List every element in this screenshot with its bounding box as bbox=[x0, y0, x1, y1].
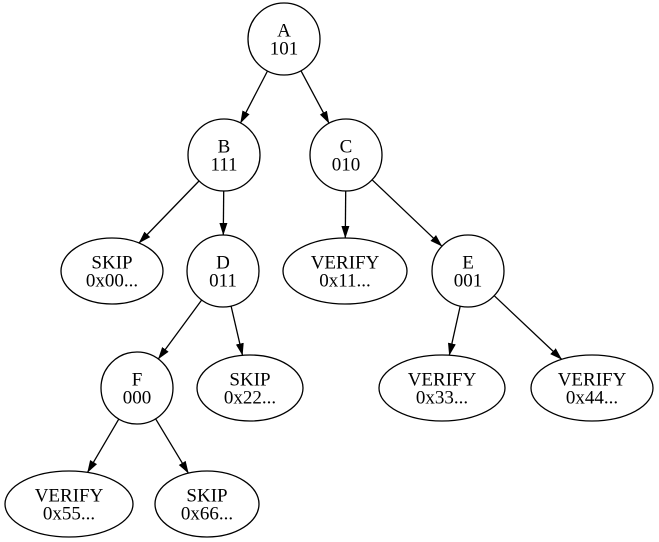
node-c: C 010 bbox=[309, 118, 383, 192]
edge-d-skip0x22 bbox=[230, 305, 244, 356]
node-skip0x00-ellipse bbox=[60, 237, 164, 305]
node-skip0x00: SKIP 0x00... bbox=[60, 237, 164, 305]
node-f: F 000 bbox=[100, 351, 174, 425]
node-e-label: E bbox=[462, 253, 474, 274]
node-verify0x33-value: 0x33... bbox=[416, 388, 468, 409]
edge-e-verify0x44 bbox=[493, 295, 563, 360]
node-skip0x22-label: SKIP bbox=[229, 370, 270, 391]
node-e-circle bbox=[431, 234, 505, 308]
node-a-value: 101 bbox=[270, 39, 299, 60]
node-verify0x55-label: VERIFY bbox=[35, 486, 104, 507]
node-a-label: A bbox=[277, 21, 291, 42]
node-skip0x00-value: 0x00... bbox=[86, 271, 138, 292]
node-verify0x11-ellipse bbox=[282, 237, 408, 305]
node-b: B 111 bbox=[187, 118, 261, 192]
node-d-label: D bbox=[216, 253, 230, 274]
edge-c-e bbox=[371, 179, 443, 247]
node-skip0x66-value: 0x66... bbox=[181, 504, 233, 525]
node-verify0x33-label: VERIFY bbox=[408, 370, 477, 391]
node-d-value: 011 bbox=[209, 271, 237, 292]
node-verify0x33-ellipse bbox=[378, 354, 506, 422]
node-skip0x22-value: 0x22... bbox=[224, 388, 276, 409]
node-verify0x44-label: VERIFY bbox=[558, 370, 627, 391]
node-skip0x22-ellipse bbox=[196, 354, 304, 422]
node-verify0x11-value: 0x11... bbox=[319, 271, 371, 292]
node-b-circle bbox=[187, 118, 261, 192]
node-b-label: B bbox=[218, 137, 231, 158]
node-verify0x11-label: VERIFY bbox=[311, 253, 380, 274]
node-d: D 011 bbox=[186, 234, 260, 308]
edge-b-skip0x00 bbox=[138, 180, 200, 244]
edge-f-skip0x66 bbox=[155, 418, 189, 474]
node-verify0x55-ellipse bbox=[4, 470, 134, 538]
node-e-value: 001 bbox=[454, 271, 483, 292]
node-skip0x00-label: SKIP bbox=[91, 253, 132, 274]
node-d-circle bbox=[186, 234, 260, 308]
edge-a-b bbox=[239, 70, 269, 124]
node-b-value: 111 bbox=[210, 155, 237, 176]
node-verify0x44-value: 0x44... bbox=[566, 388, 618, 409]
node-f-circle bbox=[100, 351, 174, 425]
edge-d-f bbox=[157, 299, 203, 360]
edge-a-c bbox=[300, 70, 330, 124]
node-a-circle bbox=[247, 2, 321, 76]
node-verify0x44: VERIFY 0x44... bbox=[530, 354, 654, 422]
node-e: E 001 bbox=[431, 234, 505, 308]
node-skip0x66-ellipse bbox=[154, 470, 260, 538]
node-skip0x22: SKIP 0x22... bbox=[196, 354, 304, 422]
node-f-label: F bbox=[132, 370, 143, 391]
edge-e-verify0x33 bbox=[447, 305, 461, 356]
edge-f-verify0x55 bbox=[86, 418, 120, 473]
node-verify0x11: VERIFY 0x11... bbox=[282, 237, 408, 305]
node-c-label: C bbox=[340, 137, 353, 158]
node-verify0x55-value: 0x55... bbox=[43, 504, 95, 525]
node-c-circle bbox=[309, 118, 383, 192]
node-verify0x44-ellipse bbox=[530, 354, 654, 422]
node-c-value: 010 bbox=[332, 155, 361, 176]
node-skip0x66: SKIP 0x66... bbox=[154, 470, 260, 538]
node-verify0x33: VERIFY 0x33... bbox=[378, 354, 506, 422]
node-f-value: 000 bbox=[123, 388, 152, 409]
node-a: A 101 bbox=[247, 2, 321, 76]
node-skip0x66-label: SKIP bbox=[186, 486, 227, 507]
node-verify0x55: VERIFY 0x55... bbox=[4, 470, 134, 538]
